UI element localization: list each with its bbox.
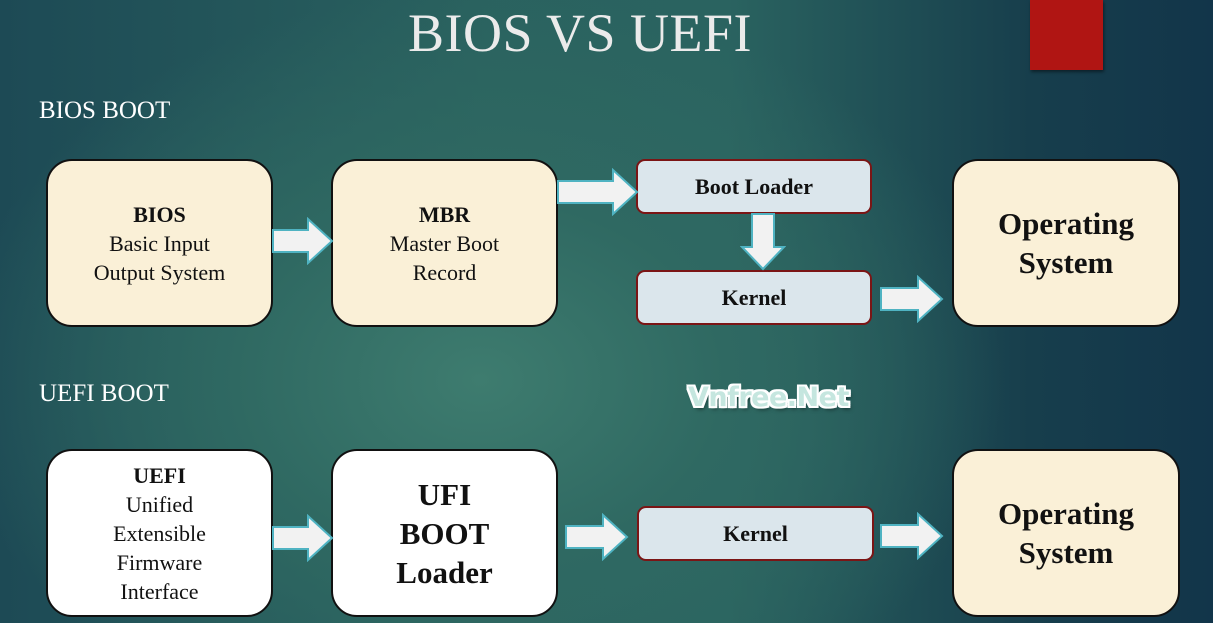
bios-box-line: Basic Input	[109, 230, 210, 256]
uefi-box-line: Extensible	[113, 520, 206, 546]
bios-box: BIOS Basic Input Output System	[46, 159, 273, 327]
uefi-os-box: Operating System	[952, 449, 1180, 617]
mbr-box-title: MBR	[418, 201, 471, 227]
uefi-box: UEFI Unified Extensible Firmware Interfa…	[46, 449, 273, 617]
uefi-box-line: Interface	[120, 578, 199, 604]
mbr-box-line: Record	[412, 259, 477, 285]
arrow-right-icon	[272, 514, 334, 562]
arrow-down-icon	[740, 213, 786, 271]
watermark: Vnfree.Net	[688, 382, 849, 413]
bios-box-line: Output System	[93, 259, 226, 285]
uefi-os-line: System	[1018, 535, 1114, 570]
uefi-loader-line: BOOT	[399, 515, 490, 551]
uefi-loader-box: UFI BOOT Loader	[331, 449, 558, 617]
uefi-boot-label: UEFI BOOT	[39, 380, 169, 407]
arrow-right-icon	[565, 513, 629, 561]
slide-title: BIOS VS UEFI	[407, 3, 753, 63]
bios-kernel-box: Kernel	[636, 270, 872, 325]
boot-loader-box: Boot Loader	[636, 159, 872, 214]
bios-os-line: System	[1018, 245, 1114, 280]
uefi-kernel-box: Kernel	[637, 506, 874, 561]
bios-os-line: Operating	[997, 206, 1135, 241]
bios-boot-label: BIOS BOOT	[39, 97, 171, 124]
bios-os-box: Operating System	[952, 159, 1180, 327]
arrow-right-icon	[880, 275, 944, 323]
uefi-box-line: Unified	[125, 491, 194, 517]
uefi-box-title: UEFI	[133, 462, 186, 488]
arrow-right-icon	[272, 217, 334, 265]
arrow-right-icon	[880, 512, 944, 560]
mbr-box-line: Master Boot	[389, 230, 500, 256]
arrow-right-icon	[557, 168, 639, 216]
mbr-box: MBR Master Boot Record	[331, 159, 558, 327]
uefi-loader-line: UFI	[417, 476, 472, 512]
bios-box-title: BIOS	[133, 201, 186, 227]
uefi-box-line: Firmware	[116, 549, 203, 575]
uefi-os-line: Operating	[997, 496, 1135, 531]
accent-tab	[1030, 0, 1103, 70]
uefi-loader-line: Loader	[396, 554, 493, 590]
